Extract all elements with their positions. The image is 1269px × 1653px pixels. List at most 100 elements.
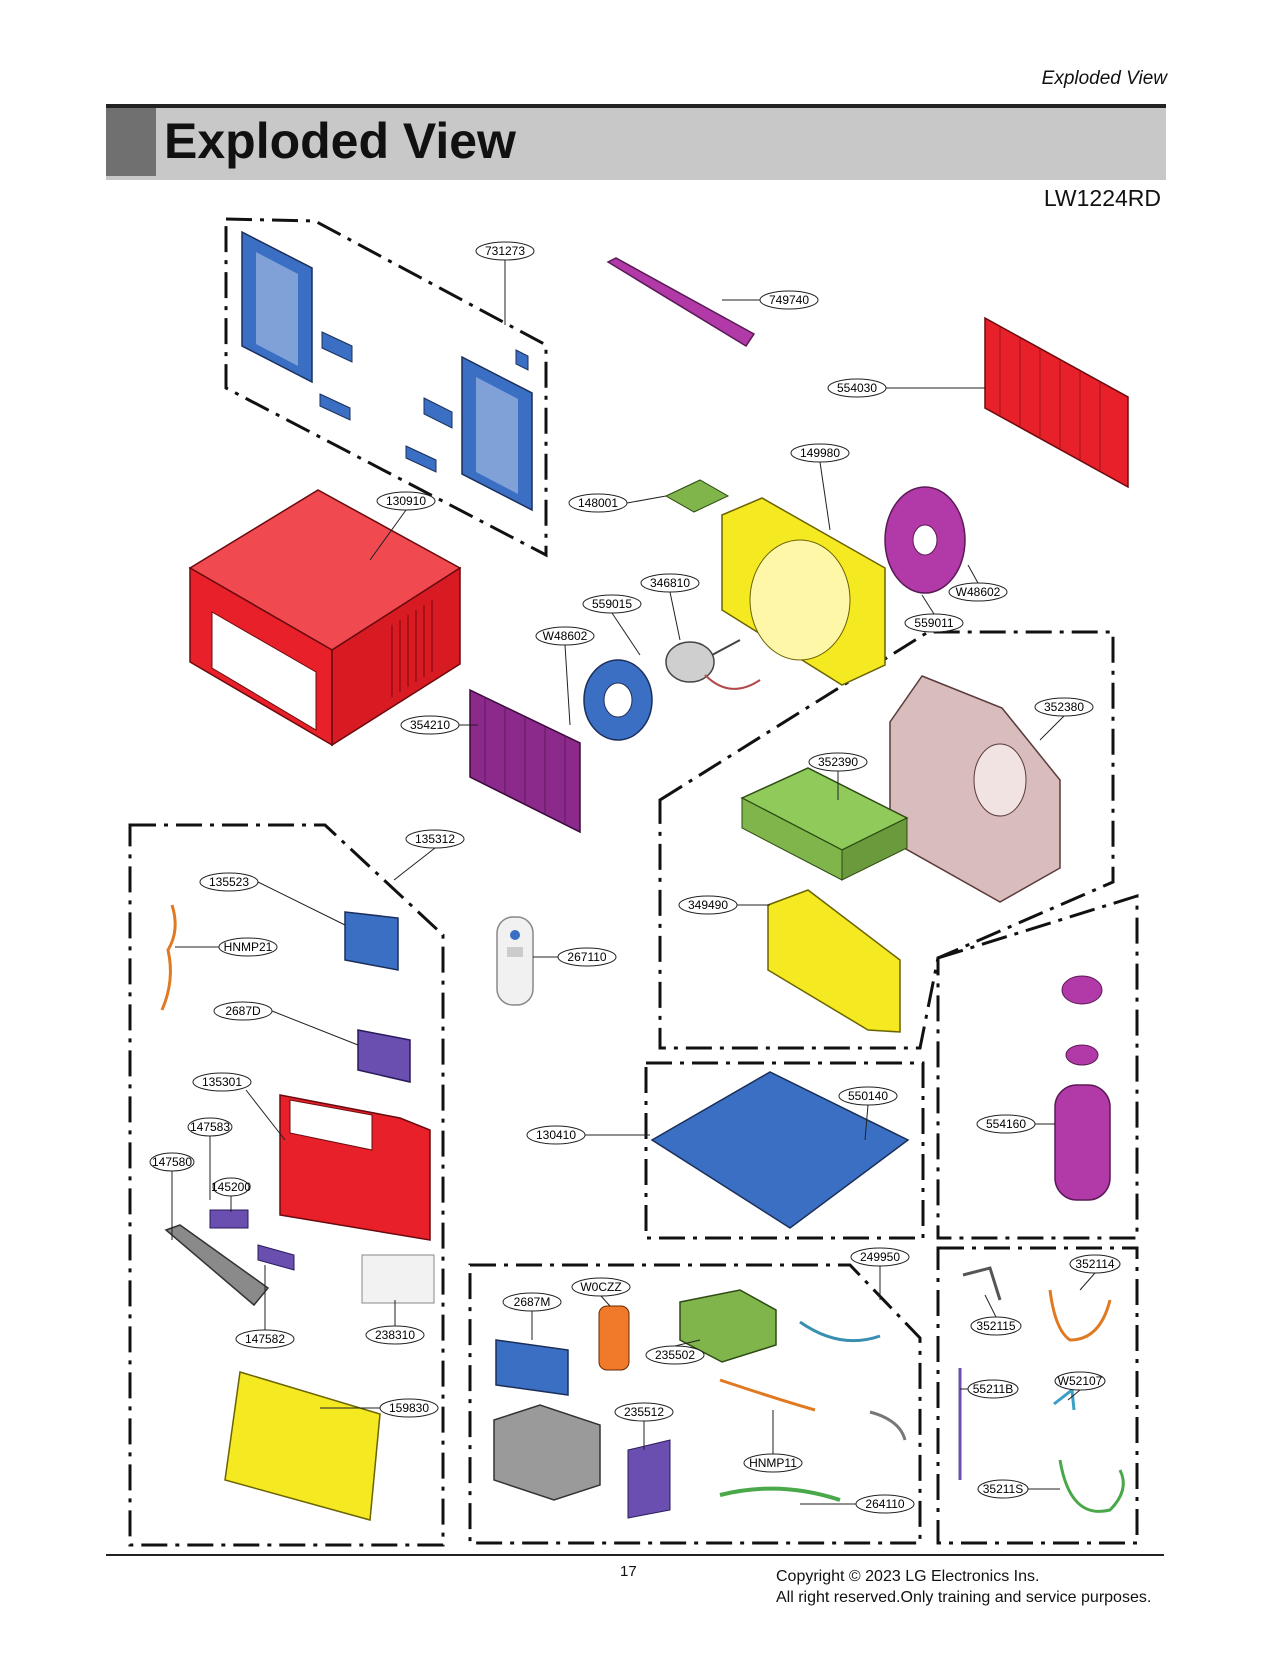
callout-label: W52107	[1058, 1374, 1103, 1388]
callout-c41: 35211S	[977, 1479, 1060, 1499]
callout-label: 354210	[410, 718, 450, 732]
callout-bubble	[535, 626, 595, 646]
callout-c25: 554160	[976, 1114, 1055, 1134]
callout-bubble	[187, 1117, 233, 1137]
callout-label: 349490	[688, 898, 728, 912]
orifice-part	[721, 497, 886, 686]
callout-c29: W0CZZ	[571, 1277, 631, 1307]
control-box-parts	[493, 1289, 907, 1519]
callout-label: 147583	[190, 1120, 230, 1134]
callout-c22: 550140	[838, 1086, 898, 1141]
callout-leader	[257, 881, 346, 926]
callout-label: 352390	[818, 755, 858, 769]
callout-bubble	[400, 715, 460, 735]
callout-c13: 354210	[400, 715, 478, 735]
callout-label: 159830	[389, 1401, 429, 1415]
callout-bubble	[904, 613, 964, 633]
callout-c37: W52107	[1054, 1371, 1106, 1401]
callout-c39: 235512	[614, 1402, 674, 1450]
callout-label: 249950	[860, 1250, 900, 1264]
callout-bubble	[502, 1292, 562, 1312]
callout-label: 346810	[650, 576, 690, 590]
callout-label: HNMP21	[224, 940, 273, 954]
callout-label: 559015	[592, 597, 632, 611]
callout-label: 731273	[485, 244, 525, 258]
top-rail-part	[606, 257, 756, 348]
callout-label: 550140	[848, 1089, 888, 1103]
callout-label: 35211S	[983, 1482, 1023, 1496]
callout-leader	[626, 495, 667, 504]
callout-leader	[611, 612, 641, 656]
callout-bubble	[1034, 697, 1094, 717]
callout-bubble	[614, 1402, 674, 1422]
callout-bubble	[526, 1125, 586, 1145]
callout-bubble	[678, 895, 738, 915]
blower-fan-part	[583, 659, 653, 741]
callout-label: 130910	[386, 494, 426, 508]
callout-leader	[600, 1295, 611, 1307]
callout-bubble	[640, 573, 700, 593]
callout-leader	[369, 509, 407, 561]
page-number: 17	[620, 1563, 637, 1580]
callout-bubble	[212, 1177, 250, 1197]
boundary-compressor	[936, 893, 1139, 1240]
callout-layer: 731273 749740 554030 149980 148001 130910 3468…	[149, 241, 1121, 1514]
callout-bubble	[977, 1479, 1029, 1499]
title-tab-decoration	[106, 108, 156, 176]
callout-c38: 159830	[320, 1398, 439, 1418]
callout-label: 352114	[1075, 1257, 1114, 1271]
callout-bubble	[827, 378, 887, 398]
boundary-piping	[936, 1246, 1139, 1545]
callout-label: 559011	[914, 616, 953, 630]
callout-label: 554160	[986, 1117, 1026, 1131]
callout-leader	[1039, 715, 1065, 741]
callout-leader	[819, 461, 831, 531]
callout-c33: 147582	[235, 1265, 295, 1349]
callout-c14: 352390	[808, 752, 868, 800]
boundary-base-pan	[644, 1061, 925, 1240]
callout-bubble	[405, 829, 465, 849]
callout-label: 352380	[1044, 700, 1084, 714]
callout-c12: 352380	[1034, 697, 1094, 741]
callout-c21: 135301	[192, 1072, 286, 1141]
callout-bubble	[967, 1379, 1019, 1399]
callout-label: 149980	[800, 446, 840, 460]
callout-c08: 559015	[582, 594, 642, 656]
callout-c01: 731273	[475, 241, 535, 325]
callout-c42: 264110	[800, 1494, 915, 1514]
callout-c02: 749740	[722, 290, 819, 310]
callout-c05: 148001	[568, 493, 667, 513]
callout-bubble	[379, 1398, 439, 1418]
side-curtain-parts	[241, 230, 533, 512]
callout-leader	[564, 644, 571, 726]
callout-label: 235512	[624, 1405, 664, 1419]
callout-c30: 352114	[1069, 1254, 1121, 1291]
callout-leader	[967, 564, 979, 584]
callout-label: 554030	[837, 381, 877, 395]
fan-mount-part	[664, 479, 730, 513]
callout-bubble	[213, 1001, 273, 1021]
callout-bubble	[970, 1316, 1022, 1336]
callout-bubble	[218, 937, 278, 957]
callout-c23: 147583	[187, 1117, 233, 1200]
callout-c09: W48602	[535, 626, 595, 726]
callout-bubble	[838, 1086, 898, 1106]
front-grille-parts	[160, 904, 435, 1521]
callout-leader	[669, 591, 681, 641]
callout-leader	[245, 1089, 286, 1141]
cabinet-part	[188, 489, 462, 747]
remote-part	[496, 916, 534, 1006]
callout-bubble	[743, 1453, 803, 1473]
callout-bubble	[149, 1152, 195, 1172]
callout-label: 135523	[209, 875, 249, 889]
base-pan-part	[650, 1071, 910, 1229]
callout-label: W48602	[956, 585, 1001, 599]
callout-leader	[1067, 1389, 1081, 1401]
callout-bubble	[808, 752, 868, 772]
callout-bubble	[571, 1277, 631, 1297]
callout-bubble	[199, 872, 259, 892]
callout-bubble	[759, 290, 819, 310]
model-number: LW1224RD	[1043, 185, 1161, 211]
air-guide-part	[889, 675, 1061, 903]
